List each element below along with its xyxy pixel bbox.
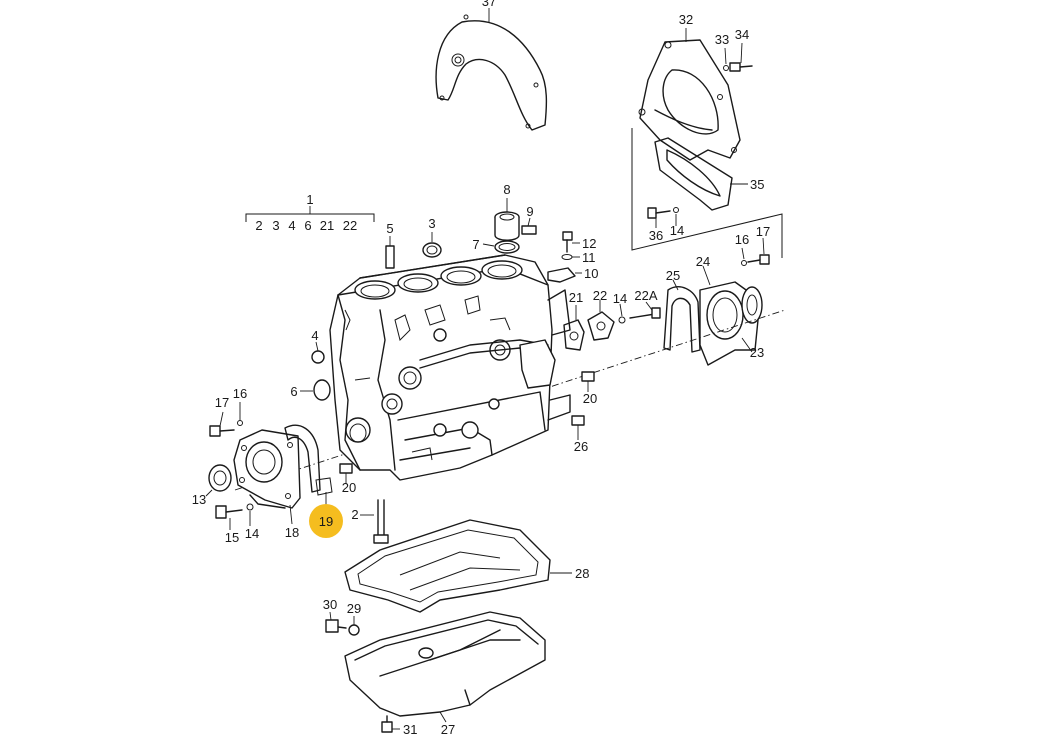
callout-12[interactable]: 12 [582,236,596,251]
callout-1-2[interactable]: 2 [255,218,262,233]
callout-28[interactable]: 28 [575,566,589,581]
callout-26[interactable]: 26 [574,439,588,454]
callout-10[interactable]: 10 [584,266,598,281]
engine-block [329,254,571,481]
callout-14c[interactable]: 14 [670,223,684,238]
callout-23[interactable]: 23 [750,345,764,360]
callout-14b[interactable]: 14 [613,291,627,306]
callout-16b[interactable]: 16 [735,232,749,247]
callout-5[interactable]: 5 [386,221,393,236]
part-4-plug [311,341,325,364]
callout-25[interactable]: 25 [666,268,680,283]
part-7-o-ring [482,240,520,254]
callout-37[interactable]: 37 [482,0,496,9]
callout-33[interactable]: 33 [715,32,729,47]
callout-32[interactable]: 32 [679,12,693,27]
callout-9[interactable]: 9 [526,204,533,219]
part-18-front-flange [233,429,301,525]
callout-29[interactable]: 29 [347,601,361,616]
callout-1-3[interactable]: 3 [272,218,279,233]
callout-1-22[interactable]: 22 [343,218,357,233]
callout-22[interactable]: 22 [593,288,607,303]
part-2-stud [360,499,389,544]
callout-19[interactable]: 19 [319,514,333,529]
callout-14a[interactable]: 14 [245,526,259,541]
callout-22A[interactable]: 22A [634,288,657,303]
callout-36[interactable]: 36 [649,228,663,243]
callout-20b[interactable]: 20 [583,391,597,406]
callout-16a[interactable]: 16 [233,386,247,401]
part-33-34-bolt [723,42,753,72]
part-3-plug [422,232,442,258]
callout-18[interactable]: 18 [285,525,299,540]
part-35-gasket [654,137,748,211]
callout-1-21[interactable]: 21 [320,218,334,233]
callout-1-4[interactable]: 4 [288,218,295,233]
callout-20a[interactable]: 20 [342,480,356,495]
part-6-plug [300,379,331,401]
callout-34[interactable]: 34 [735,27,749,42]
callout-2[interactable]: 2 [351,507,358,522]
callout-21[interactable]: 21 [569,290,583,305]
center-axis-line [234,309,786,491]
part-19-gasket [284,424,333,506]
part-36-bolt [647,207,679,228]
part-9-plug [521,217,537,235]
callout-31[interactable]: 31 [403,722,417,737]
part-20-pin-left [339,463,353,484]
callout-27[interactable]: 27 [441,722,455,737]
callout-1-6[interactable]: 6 [304,218,311,233]
part-20-pin-right [581,371,595,392]
callout-8[interactable]: 8 [503,182,510,197]
part-27-oil-pan [344,611,546,723]
part-30-29-drain-plug [325,611,360,636]
part-28-pan-gasket [344,519,572,613]
part-31-bolt [381,715,400,733]
callout-7[interactable]: 7 [472,237,479,252]
part-15-14-bolt-left [215,503,254,530]
part-8-filler-neck [494,198,520,241]
part-37-timing-cover [435,8,548,131]
part-22A-bolt [629,301,661,319]
callout-17b[interactable]: 17 [756,224,770,239]
highlight-19 [309,504,343,538]
callout-13[interactable]: 13 [192,492,206,507]
part-24-seal-flange [672,265,763,366]
part-17-16-bolt-left [209,402,243,437]
callout-15[interactable]: 15 [225,530,239,545]
callout-3[interactable]: 3 [428,216,435,231]
part-32-rear-plate [638,28,741,161]
part-16-17-bolt-right [741,237,770,266]
callout-24[interactable]: 24 [696,254,710,269]
part-25-gasket [663,286,701,353]
callout-30[interactable]: 30 [323,597,337,612]
callout-6[interactable]: 6 [290,384,297,399]
part-10-12-bracket-bolt [547,231,582,283]
callout-1[interactable]: 1 [306,192,313,207]
part-21-cover [563,305,585,351]
part-22-cover [587,300,615,341]
part-5-dowel [385,236,395,269]
callout-11[interactable]: 11 [582,250,596,265]
callout-4[interactable]: 4 [311,328,318,343]
part-13-seal [205,464,232,497]
part-26-pin [571,415,585,440]
callout-labels: 37 32 33 34 35 36 14 1 2 3 4 6 21 22 5 3… [192,0,770,737]
part-14-washer-mid [618,303,626,324]
callout-35[interactable]: 35 [750,177,764,192]
bracket-line-right [631,128,783,258]
callout-17a[interactable]: 17 [215,395,229,410]
